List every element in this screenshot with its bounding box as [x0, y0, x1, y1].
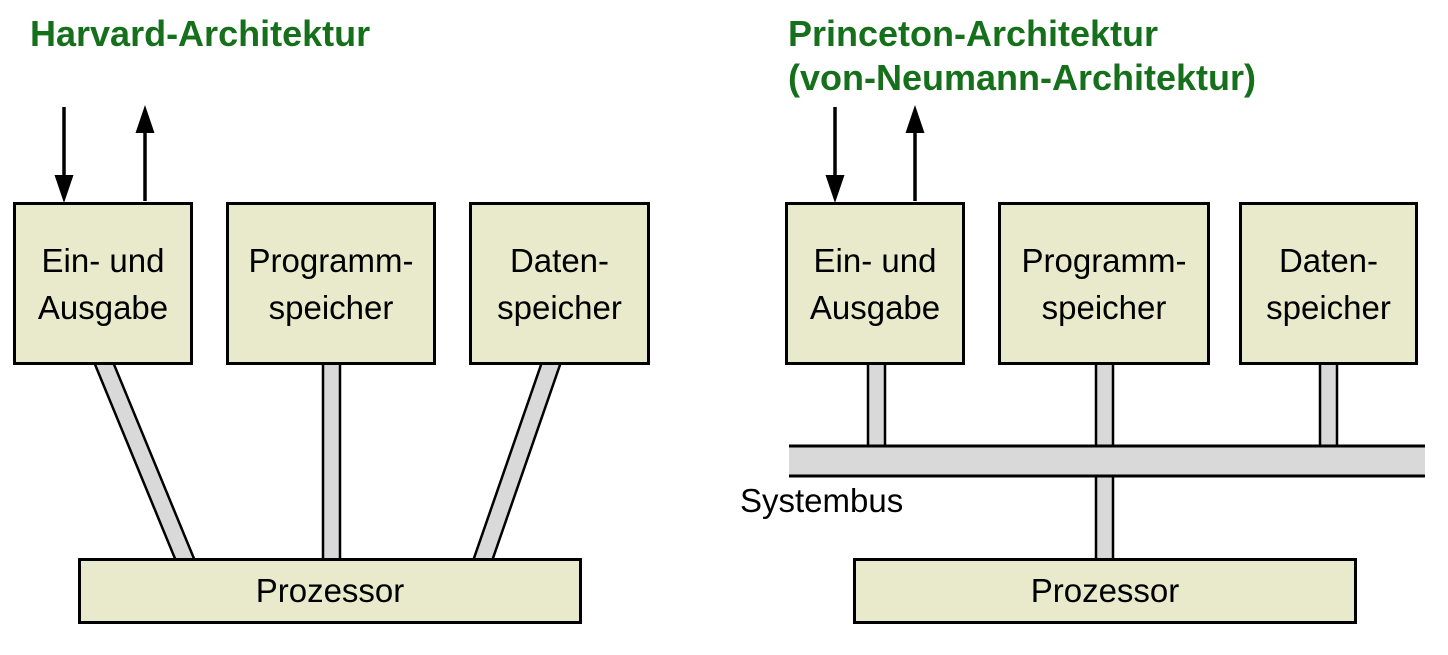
harvard-output-arrow-icon [135, 105, 155, 201]
processor-label: Prozessor [255, 572, 405, 609]
princeton-output-arrow-icon [905, 105, 925, 201]
systembus-bar [789, 444, 1425, 478]
harvard-io-box: Ein- und Ausgabe [13, 202, 193, 365]
princeton-input-arrow-icon [825, 107, 845, 203]
box-label-line: speicher [1041, 288, 1167, 326]
box-label-line: speicher [268, 288, 394, 326]
box-label-line: Ein- und [813, 241, 937, 279]
box-label-line: Ein- und [41, 241, 165, 279]
box-label-line: Programm- [248, 241, 414, 279]
box-label-line: Daten- [1278, 241, 1379, 279]
harvard-processor-box: Prozessor [78, 558, 582, 624]
princeton-title: Princeton-Architektur (von-Neumann-Archi… [788, 12, 1256, 100]
harvard-program-memory-connector [321, 360, 342, 563]
harvard-program-memory-box: Programm- speicher [226, 202, 436, 365]
princeton-program-memory-connector [1094, 360, 1115, 452]
princeton-title-line1: Princeton-Architektur [788, 13, 1159, 54]
princeton-title-line2: (von-Neumann-Architektur) [788, 57, 1257, 98]
box-label-line: Programm- [1021, 241, 1187, 279]
box-label-line: Daten- [509, 241, 610, 279]
box-label-line: speicher [497, 288, 622, 326]
harvard-io-connector [92, 360, 197, 563]
harvard-data-memory-box: Daten- speicher [469, 202, 650, 365]
box-label-line: Ausgabe [37, 288, 169, 326]
processor-label: Prozessor [1030, 572, 1180, 609]
princeton-data-memory-connector [1318, 360, 1339, 452]
princeton-io-box: Ein- und Ausgabe [785, 202, 965, 365]
harvard-data-memory-connector [471, 360, 563, 563]
box-label-line: speicher [1266, 288, 1391, 326]
box-label-line: Ausgabe [809, 288, 941, 326]
harvard-title: Harvard-Architektur [30, 13, 371, 54]
princeton-processor-box: Prozessor [853, 558, 1357, 624]
systembus-label: Systembus [740, 482, 904, 519]
princeton-data-memory-box: Daten- speicher [1239, 202, 1418, 365]
harvard-input-arrow-icon [54, 107, 74, 203]
princeton-program-memory-box: Programm- speicher [998, 202, 1210, 365]
princeton-io-connector [866, 360, 887, 452]
princeton-bus-processor-connector [1094, 468, 1115, 563]
